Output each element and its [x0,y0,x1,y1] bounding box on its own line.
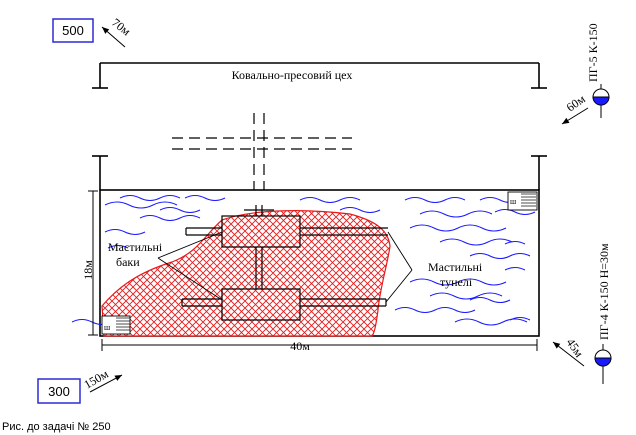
lower-wall-posts [92,155,547,190]
hydrant-top [592,84,610,118]
box-500: 500 [52,18,94,43]
oil-tanks-pointers [157,231,223,301]
distance-45m: 45м [552,336,587,367]
hydrant-top-label: ПГ-5 К-150 [586,23,600,82]
distance-150m: 150м [82,366,123,393]
oil-tunnels-pointers [385,231,413,303]
workshop-outline [92,62,547,89]
svg-text:150м: 150м [82,366,112,391]
figure-caption: Рис. до задачі № 250 [2,421,111,433]
distance-70m: 70м [101,15,134,48]
width-label: 40м [290,339,310,353]
box-300: 300 [37,378,81,404]
distance-60m: 60м [561,92,589,125]
svg-text:ш: ш [510,197,517,206]
svg-text:45м: 45м [564,336,587,360]
hydrant-bottom [594,344,612,384]
oil-tanks-label-line1: Мастильні [108,240,163,254]
stairs-right: ш [507,191,538,211]
svg-text:ш: ш [104,323,111,332]
oil-tunnels-label-line1: Мастильні [428,260,483,274]
oil-tunnels-label-line2: тунелі [440,275,473,289]
height-label: 18м [81,260,95,280]
oil-tank-structures [181,205,388,321]
oil-tanks-label-line2: баки [116,255,140,269]
svg-text:300: 300 [48,384,70,399]
crane-dashed-lines [172,113,352,200]
svg-text:70м: 70м [109,15,133,38]
dimension-height [88,190,98,336]
water-waves [71,194,536,326]
workshop-label: Ковально-пресовий цех [232,68,353,82]
oil-spill-area [101,210,391,337]
dimension-width [101,339,538,351]
hydrant-bottom-label: ПГ-4 К-150 Н=30м [597,243,611,340]
stairs-left: ш [101,315,131,335]
svg-text:60м: 60м [564,92,588,115]
svg-text:500: 500 [62,23,84,38]
